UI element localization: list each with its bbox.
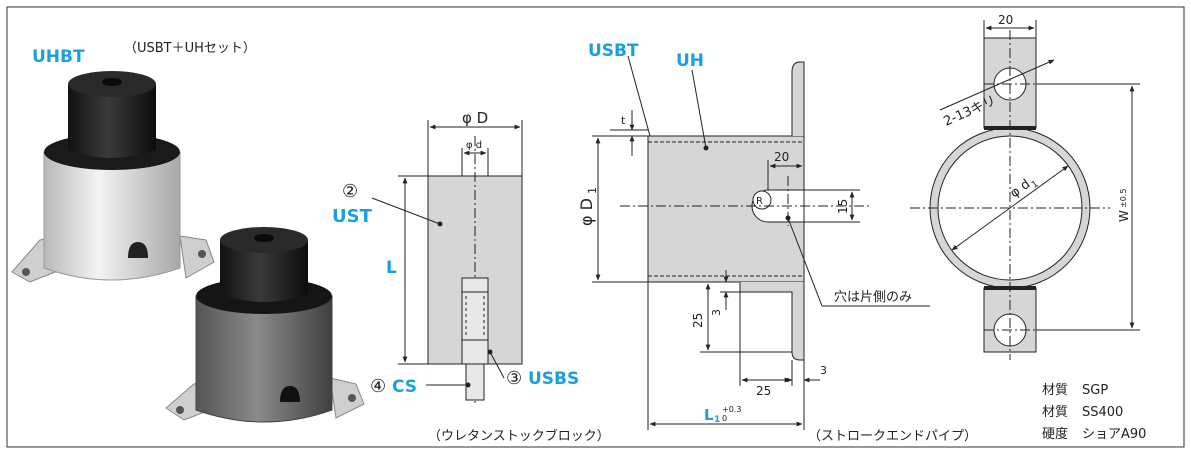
stock-block-drawing: [371, 120, 523, 404]
pipe-drawing: [592, 55, 930, 430]
cs-label: CS: [392, 377, 417, 397]
material-key-1: 材質: [1042, 383, 1068, 398]
set-note: （USBT＋UHセット）: [124, 41, 256, 56]
usbs-label: USBS: [528, 369, 579, 389]
phi-D1-label: φ D 1: [577, 187, 599, 226]
material-key-3: 硬度: [1042, 426, 1068, 442]
svg-text:φ D: φ D: [577, 198, 596, 226]
R-label: R: [756, 196, 763, 207]
uh-label: UH: [676, 51, 704, 71]
vert-25-label: 25: [691, 313, 705, 328]
t-label: t: [621, 114, 626, 127]
hole-note: 穴は片側のみ: [834, 290, 912, 305]
vert-3-label: 3: [710, 309, 723, 316]
material-value-3: ショアA90: [1082, 427, 1146, 442]
product-photo-uhbt-gray: [165, 227, 365, 423]
slot-15-label: 15: [836, 199, 850, 214]
ring-20-label: 20: [998, 13, 1013, 27]
W-label: W ±0.5: [1117, 189, 1131, 222]
block-caption: （ウレタンストックブロック）: [428, 428, 610, 444]
svg-text:1: 1: [586, 187, 599, 194]
usbt-label: USBT: [588, 41, 639, 61]
ust-label: UST: [332, 206, 373, 227]
horz-3-label: 3: [820, 364, 827, 377]
product-photo-uhbt-white: [11, 71, 215, 283]
frame-border: [6, 6, 1185, 448]
ring-drawing: [910, 20, 1140, 360]
L1-tol-lower: 0: [722, 414, 727, 423]
pipe-caption: （ストロークエンドパイプ）: [808, 429, 977, 444]
material-key-2: 材質: [1042, 405, 1068, 420]
material-value-1: SGP: [1082, 383, 1108, 398]
svg-text:±0.5: ±0.5: [1119, 189, 1128, 208]
L1-tol-upper: +0.3: [722, 405, 741, 414]
num3-label: ③: [506, 368, 522, 389]
uhbt-label: UHBT: [32, 47, 85, 67]
L-label: L: [386, 258, 397, 278]
svg-text:1: 1: [1030, 179, 1041, 190]
L1-sub-label: 1: [714, 415, 720, 425]
svg-text:W: W: [1117, 210, 1131, 222]
material-table: 材質 SGP 材質 SS400 硬度 ショアA90: [1042, 383, 1146, 442]
horz-25-label: 25: [756, 384, 771, 398]
material-value-2: SS400: [1082, 405, 1123, 420]
slot-20-label: 20: [774, 150, 789, 164]
num2-label: ②: [342, 181, 358, 202]
phi-d-label: φ d: [466, 140, 482, 151]
num4-label: ④: [370, 376, 386, 397]
L1-label: L: [704, 406, 714, 424]
phi-D-label: φ D: [462, 109, 488, 127]
